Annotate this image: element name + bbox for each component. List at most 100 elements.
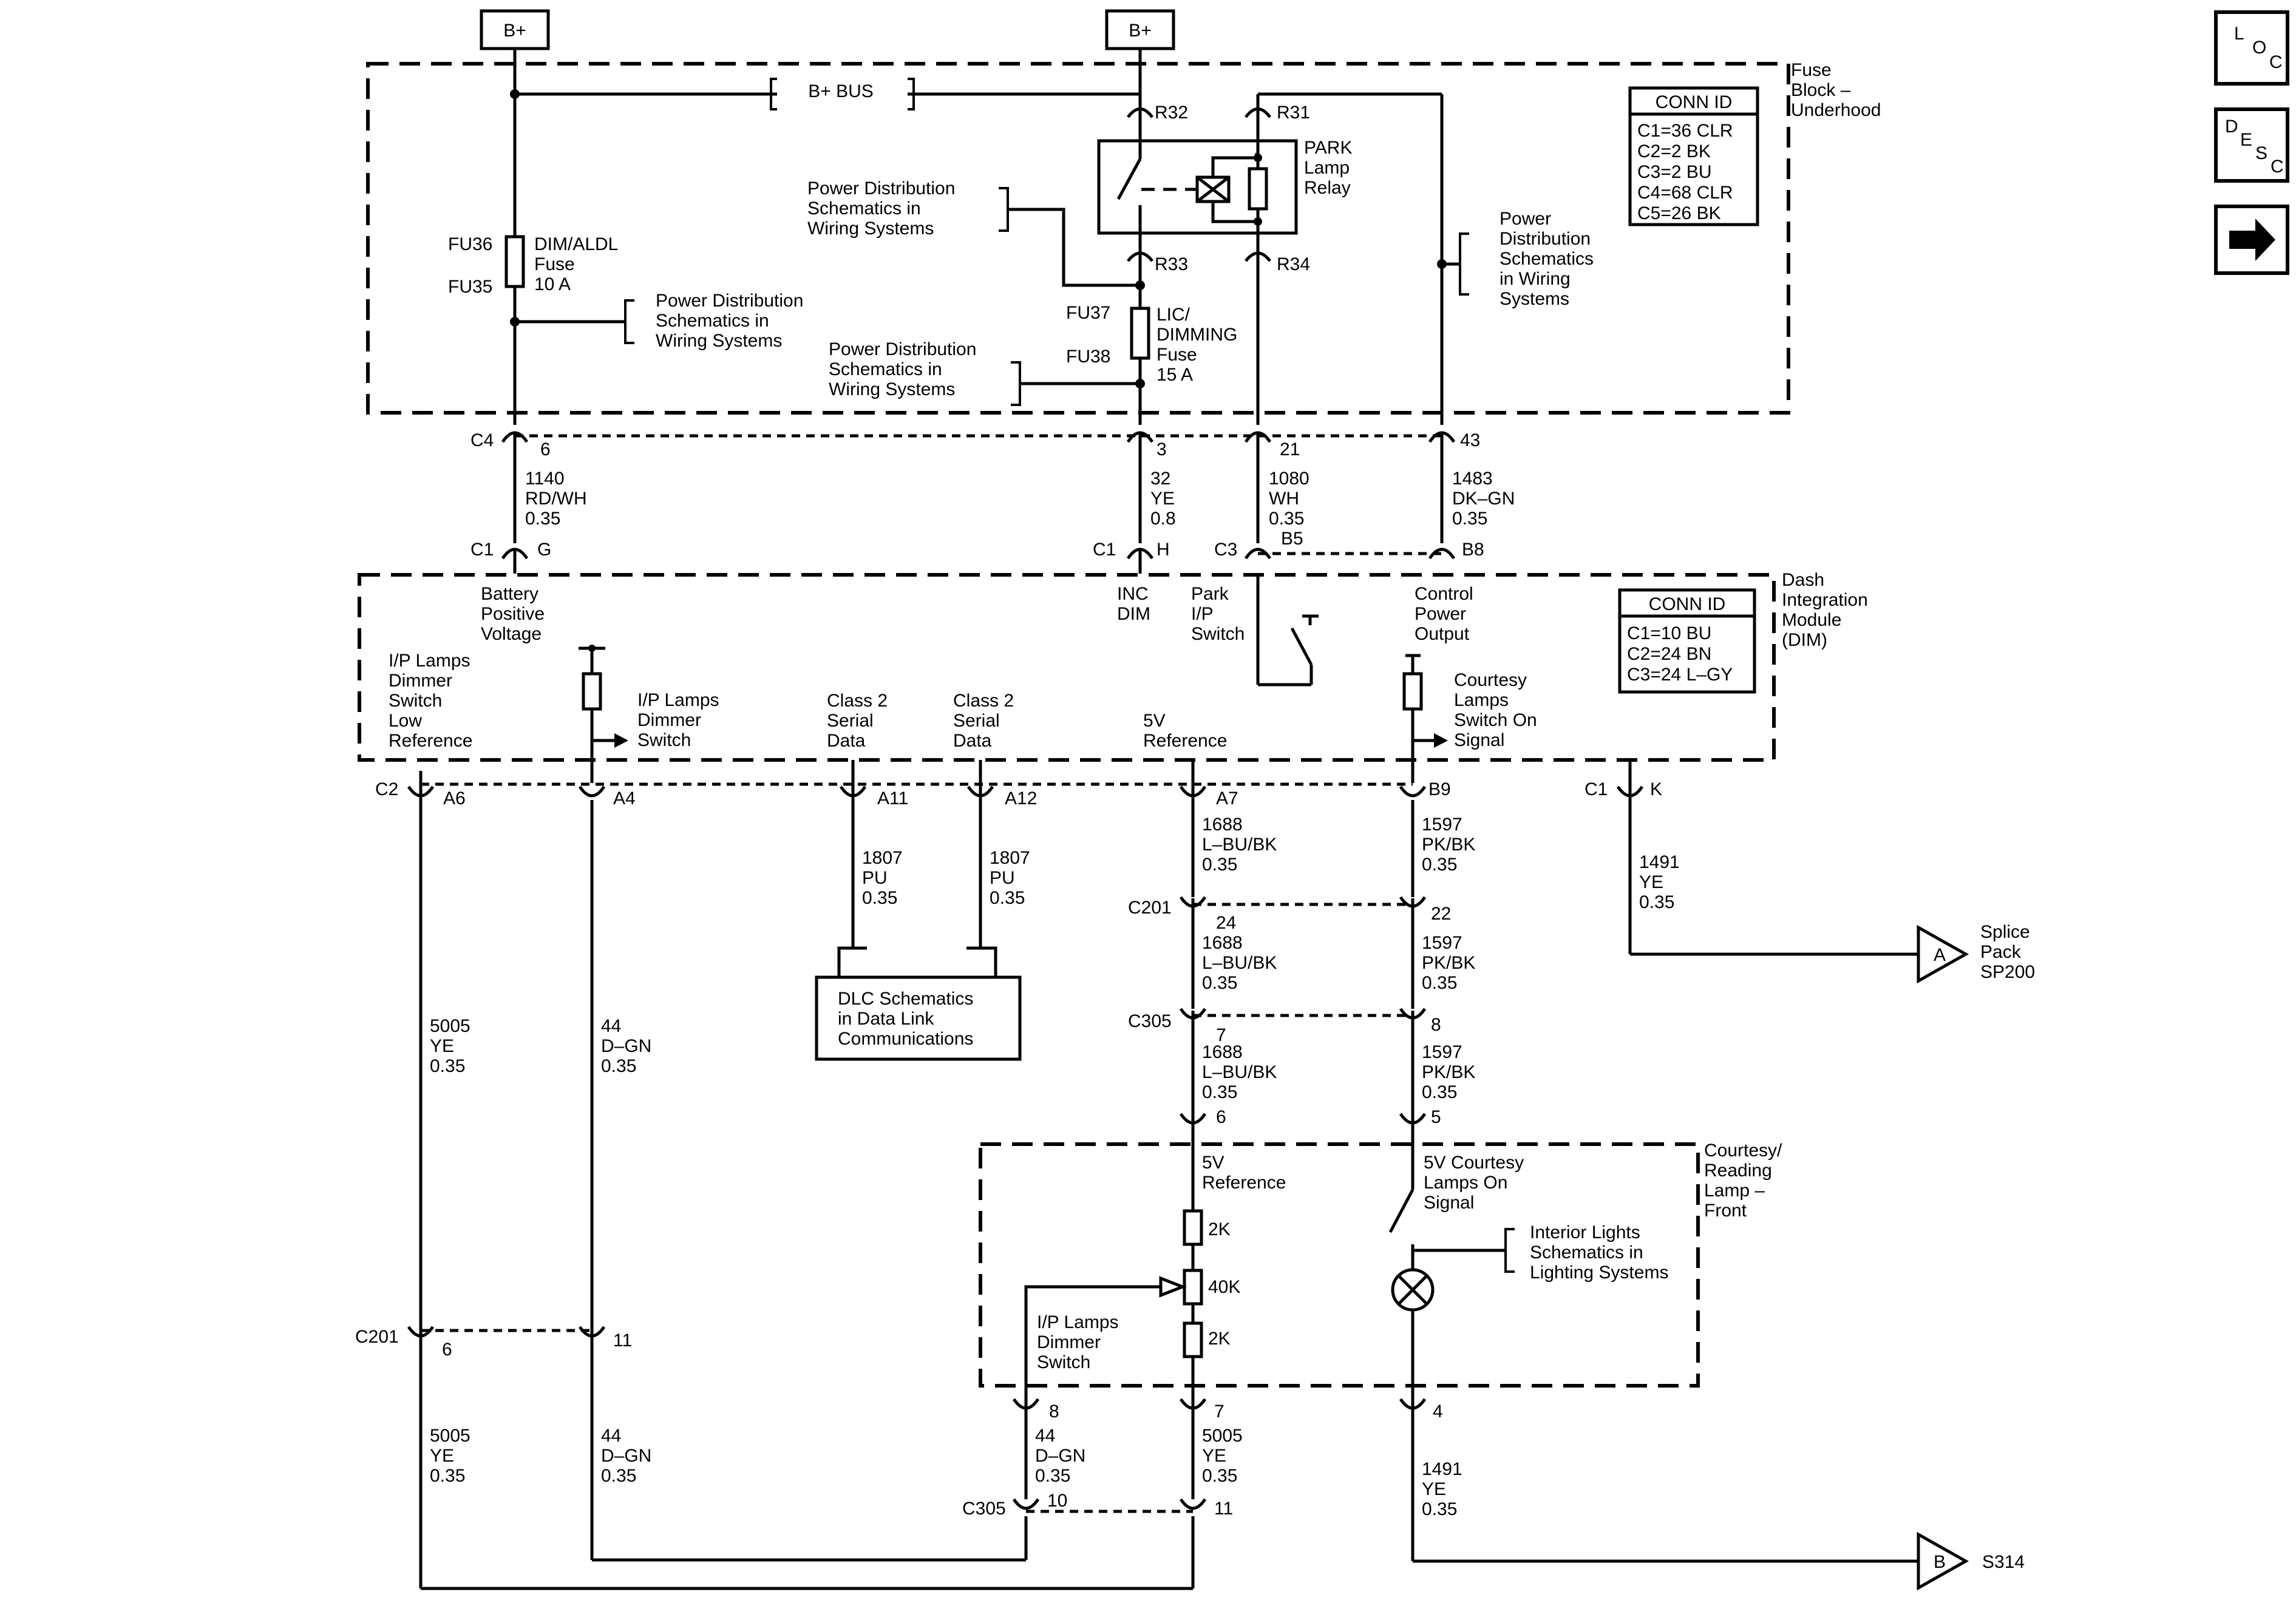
svg-text:Dimmer: Dimmer [637, 710, 701, 730]
svg-text:Underhood: Underhood [1791, 100, 1881, 120]
svg-text:PK/BK: PK/BK [1422, 835, 1475, 855]
arrow-right-icon [2229, 219, 2275, 261]
svg-text:24: 24 [1216, 913, 1236, 933]
park-lamp-relay: PARK Lamp Relay [1097, 138, 1352, 235]
svg-text:2K: 2K [1208, 1329, 1231, 1349]
svg-text:Dimmer: Dimmer [389, 671, 452, 691]
svg-text:Power Distribution: Power Distribution [807, 178, 955, 198]
bplus-right-label: B+ [1129, 21, 1152, 41]
wire-1597-chain: 1597 PK/BK 0.35 1597 PK/BK 0.35 1597 PK/… [1411, 800, 1475, 1114]
svg-text:Splice: Splice [1980, 922, 2030, 942]
svg-text:PK/BK: PK/BK [1422, 953, 1475, 973]
svg-text:0.35: 0.35 [601, 1056, 636, 1076]
svg-text:5005: 5005 [430, 1426, 470, 1446]
dim-bottom-connectors: C2 A6 A4 A11 A12 A7 B9 C1 K [375, 760, 1662, 808]
svg-text:B9: B9 [1428, 779, 1451, 799]
svg-text:Systems: Systems [1500, 289, 1569, 309]
svg-text:RD/WH: RD/WH [525, 489, 587, 509]
loc-letter-l: L [2234, 24, 2244, 44]
svg-text:0.35: 0.35 [1202, 855, 1237, 875]
reading-lamp-courtesy-switch: 5V Courtesy Lamps On Signal [1388, 1132, 1524, 1269]
dim-dimmer-switch-input: I/P Lamps Dimmer Switch [579, 645, 719, 783]
svg-text:Positive: Positive [481, 604, 545, 624]
fuse-dim-aldl: FU36 FU35 DIM/ALDL Fuse 10 A [448, 234, 618, 297]
wire-44-lamp: 44 D–GN 0.35 [1024, 1417, 1085, 1560]
svg-text:0.35: 0.35 [1202, 973, 1237, 993]
svg-text:I/P: I/P [1191, 604, 1214, 624]
svg-text:Schematics in: Schematics in [807, 198, 921, 219]
svg-text:1080: 1080 [1269, 469, 1309, 489]
reading-lamp-dimmer-switch: I/P Lamps Dimmer Switch [1024, 1276, 1187, 1399]
svg-text:C5=26 BK: C5=26 BK [1637, 203, 1721, 223]
svg-text:Signal: Signal [1424, 1193, 1474, 1213]
splice-b: B S314 [1917, 1531, 2025, 1591]
svg-text:10 A: 10 A [534, 274, 571, 294]
svg-text:R32: R32 [1155, 103, 1188, 123]
svg-text:4: 4 [1433, 1402, 1443, 1422]
svg-text:11: 11 [613, 1331, 632, 1351]
power-distribution-ref-1: Power Distribution Schematics in Wiring … [510, 291, 803, 351]
svg-text:Power: Power [1415, 604, 1466, 624]
svg-text:40K: 40K [1208, 1277, 1240, 1297]
dim-module-outline [358, 573, 1776, 762]
svg-text:1807: 1807 [990, 848, 1030, 868]
dim-5v-reference: 5V Reference [1143, 711, 1227, 751]
svg-text:1597: 1597 [1422, 815, 1462, 835]
svg-text:C1=10 BU: C1=10 BU [1627, 623, 1711, 643]
svg-text:G: G [537, 540, 551, 560]
svg-text:Lighting Systems: Lighting Systems [1530, 1263, 1668, 1283]
svg-text:C201: C201 [1128, 898, 1172, 918]
svg-text:1807: 1807 [862, 848, 903, 868]
svg-text:Battery: Battery [481, 584, 538, 604]
svg-text:FU37: FU37 [1066, 303, 1110, 323]
bus-label: B+ BUS [808, 81, 874, 101]
svg-text:10: 10 [1047, 1491, 1067, 1511]
desc-letter-e: E [2240, 130, 2252, 150]
svg-text:Dimmer: Dimmer [1037, 1332, 1101, 1352]
svg-text:I/P Lamps: I/P Lamps [637, 690, 719, 710]
svg-text:L–BU/BK: L–BU/BK [1202, 835, 1277, 855]
svg-text:B8: B8 [1462, 540, 1484, 560]
svg-text:Switch: Switch [1191, 624, 1245, 644]
svg-text:YE: YE [1202, 1446, 1226, 1466]
svg-text:FU38: FU38 [1066, 347, 1110, 367]
svg-text:B5: B5 [1281, 529, 1303, 549]
svg-text:1140: 1140 [525, 469, 565, 489]
svg-text:5V: 5V [1143, 711, 1166, 731]
next-button[interactable] [2214, 205, 2289, 275]
svg-text:2K: 2K [1208, 1219, 1231, 1239]
svg-text:Module: Module [1782, 610, 1841, 630]
svg-text:K: K [1650, 779, 1662, 799]
svg-text:FU35: FU35 [448, 277, 492, 297]
svg-text:A11: A11 [877, 788, 908, 808]
loc-button[interactable]: L O C [2214, 10, 2289, 86]
svg-text:C201: C201 [355, 1327, 399, 1347]
svg-text:I/P Lamps: I/P Lamps [389, 651, 470, 671]
svg-text:Serial: Serial [953, 711, 1000, 731]
svg-text:DLC Schematics: DLC Schematics [838, 989, 973, 1009]
svg-text:0.35: 0.35 [862, 888, 897, 908]
svg-text:A7: A7 [1216, 788, 1238, 808]
svg-text:PU: PU [862, 868, 888, 888]
svg-text:1491: 1491 [1639, 852, 1680, 872]
svg-text:Switch On: Switch On [1454, 710, 1537, 730]
svg-text:Integration: Integration [1782, 590, 1868, 610]
svg-text:CONN ID: CONN ID [1649, 594, 1726, 614]
bplus-left-terminal: B+ [480, 9, 550, 50]
svg-text:43: 43 [1460, 430, 1480, 450]
svg-text:R31: R31 [1277, 103, 1310, 123]
dlc-schematics-ref: DLC Schematics in Data Link Communicatio… [815, 975, 1022, 1061]
svg-text:A4: A4 [613, 788, 636, 808]
svg-text:H: H [1156, 540, 1170, 560]
desc-button[interactable]: D E S C [2214, 107, 2289, 183]
svg-text:Schematics in: Schematics in [1530, 1242, 1643, 1263]
wires-c4-to-dim: 1140 RD/WH 0.35 32 YE 0.8 1080 WH 0.35 1… [513, 449, 1515, 543]
svg-text:21: 21 [1280, 439, 1300, 459]
svg-text:FU36: FU36 [448, 234, 492, 254]
svg-text:1597: 1597 [1422, 933, 1462, 953]
fuse-block-conn-id-table: CONN ID C1=36 CLR C2=2 BK C3=2 BU C4=68 … [1628, 86, 1759, 226]
svg-text:11: 11 [1214, 1499, 1233, 1519]
svg-text:0.35: 0.35 [1452, 509, 1487, 529]
svg-text:A: A [1934, 945, 1946, 965]
